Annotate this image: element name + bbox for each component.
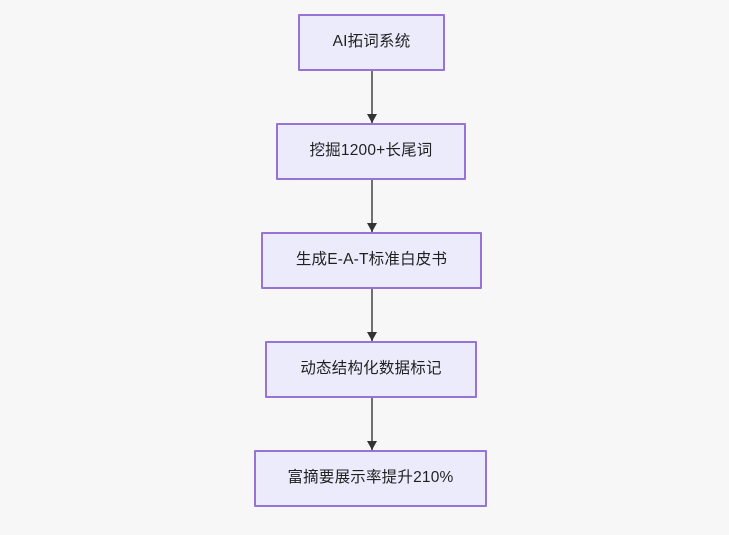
edge-line [371,289,373,341]
edge-line [371,180,373,232]
arrowhead-icon [367,332,377,341]
flowchart-node[interactable]: 挖掘1200+长尾词 [276,123,466,180]
node-label: 生成E-A-T标准白皮书 [295,251,448,269]
edge-n3-n4 [367,289,377,341]
node-label: 动态结构化数据标记 [300,360,442,378]
arrowhead-icon [367,441,377,450]
edge-line [371,71,373,123]
arrowhead-icon [367,114,377,123]
arrowhead-icon [367,223,377,232]
flowchart-node[interactable]: 富摘要展示率提升210% [254,450,487,507]
node-label: AI拓词系统 [332,33,411,51]
node-label: 富摘要展示率提升210% [287,469,454,487]
edge-n1-n2 [367,71,377,123]
edge-line [371,398,373,450]
flowchart-node[interactable]: AI拓词系统 [298,14,445,71]
edge-n2-n3 [367,180,377,232]
edge-n4-n5 [367,398,377,450]
flowchart-node[interactable]: 生成E-A-T标准白皮书 [261,232,482,289]
flowchart-node[interactable]: 动态结构化数据标记 [265,341,477,398]
node-label: 挖掘1200+长尾词 [309,142,433,160]
